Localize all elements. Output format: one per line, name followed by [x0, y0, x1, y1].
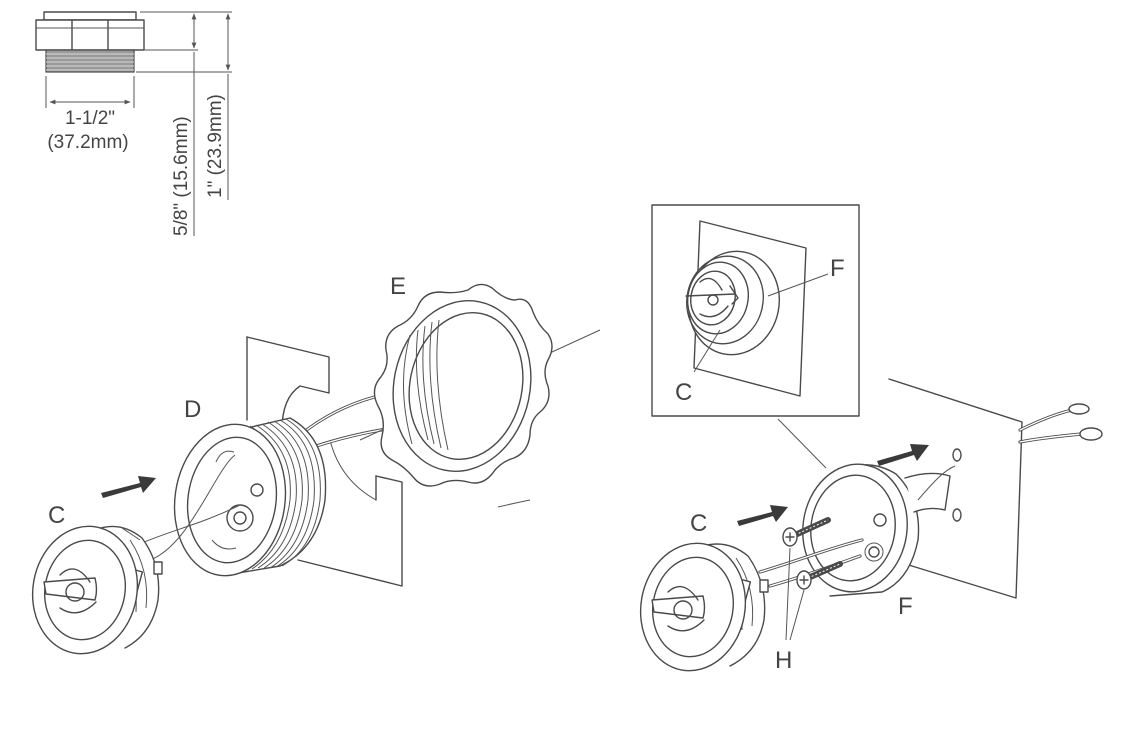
fitting-side-view [35, 11, 145, 73]
leader-h-2 [789, 589, 805, 641]
dimension-drawing: 1-1/2" (37.2mm) 5/8" (15.6mm) 1" (23.9mm… [35, 11, 232, 236]
callout-e: E [390, 273, 406, 300]
threaded-body-d [173, 417, 327, 577]
inset-detail: F C [651, 204, 860, 469]
dimension-lines [45, 11, 232, 236]
wires-right-back [1018, 403, 1103, 444]
inset-frame [651, 204, 860, 417]
push-arrow-right-top [877, 444, 929, 466]
width-metric-label: (37.2mm) [47, 132, 128, 153]
callout-h: H [775, 647, 792, 674]
left-assembly: E D C [31, 273, 601, 655]
callout-c-left: C [48, 502, 65, 529]
callout-c-inset: C [675, 379, 692, 406]
rotary-switch-c-right [639, 542, 769, 672]
screw-h-top [782, 517, 831, 547]
leader-c-inset [693, 329, 721, 373]
width-imperial-label: 1-1/2" [65, 108, 115, 129]
mounting-panel-right [885, 378, 1023, 599]
push-arrow-right [737, 505, 788, 526]
callout-d: D [184, 396, 201, 423]
short-height-label: 5/8" (15.6mm) [171, 116, 192, 236]
mounting-base-f [802, 463, 956, 597]
leader-h-1 [785, 547, 791, 641]
inset-connector-line [777, 418, 827, 469]
rotary-switch-c-left [31, 525, 163, 655]
screw-h-bottom [796, 561, 843, 590]
push-arrow-left [101, 476, 156, 498]
wing-nut-e [373, 283, 553, 487]
right-assembly: C F H [639, 378, 1103, 674]
callout-f-right: F [898, 593, 913, 620]
callout-c-right: C [690, 510, 707, 537]
leader-f-inset [767, 273, 829, 297]
tall-height-label: 1" (23.9mm) [205, 94, 226, 198]
callout-f-inset: F [830, 255, 845, 282]
